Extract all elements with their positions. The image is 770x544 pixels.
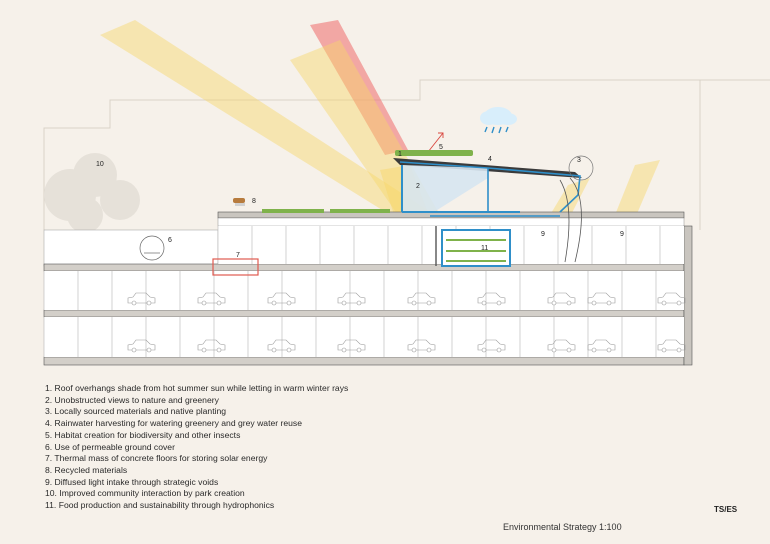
- thermal-mass-marker: [212, 258, 259, 276]
- callout-10: 10: [96, 161, 104, 168]
- car-icon: [477, 339, 506, 353]
- legend-item: 10. Improved community interaction by pa…: [45, 488, 245, 499]
- legend-item: 1. Roof overhangs shade from hot summer …: [45, 383, 349, 393]
- car-icon: [407, 292, 436, 306]
- car-icon: [587, 292, 616, 306]
- recycled-materials-icon: [233, 198, 245, 206]
- car-icon: [547, 292, 576, 306]
- callout-5: 5: [439, 144, 443, 151]
- car-icon: [587, 339, 616, 353]
- legend-item: 7. Thermal mass of concrete floors for s…: [45, 453, 268, 464]
- drawing-title: Environmental Strategy 1:100: [503, 522, 622, 532]
- legend-item: 3. Locally sourced materials and native …: [45, 406, 227, 417]
- legend-item: 8. Recycled materials: [45, 464, 128, 475]
- callout-6: 6: [168, 237, 172, 244]
- permeable-ground-detail: [139, 235, 165, 261]
- legend-item: 5. Habitat creation for biodiversity and…: [45, 429, 241, 440]
- car-icon: [547, 339, 576, 353]
- legend-item: 11. Food production and sustainability t…: [45, 500, 275, 511]
- tree-icon: [44, 153, 140, 233]
- callout-9-right: 9: [620, 231, 624, 238]
- context-outline: [43, 79, 770, 230]
- callout-labels: 10 8 6 7 5 4 3 2 1 11 9 9: [96, 144, 624, 259]
- callout-1: 1: [398, 151, 402, 158]
- callout-8: 8: [252, 198, 256, 205]
- callout-2: 2: [416, 183, 420, 190]
- car-icon: [657, 292, 686, 306]
- car-icon: [407, 339, 436, 353]
- car-icon: [197, 292, 226, 306]
- car-icon: [127, 339, 156, 353]
- sun-ray-summer: [310, 20, 408, 155]
- car-icon: [477, 292, 506, 306]
- car-icon: [337, 339, 366, 353]
- drawing-code: TS/ES: [714, 505, 738, 514]
- green-roof-planting: [262, 209, 390, 213]
- car-icon: [267, 292, 296, 306]
- legend-item: 2. Unobstructed views to nature and gree…: [45, 394, 219, 405]
- car-icon: [657, 339, 686, 353]
- callout-7: 7: [236, 252, 240, 259]
- car-icon: [337, 292, 366, 306]
- rain-cloud-icon: [480, 107, 517, 134]
- legend-item: 4. Rainwater harvesting for watering gre…: [45, 418, 302, 429]
- callout-4: 4: [488, 156, 492, 163]
- callout-11: 11: [481, 245, 488, 252]
- legend-item: 9. Diffused light intake through strateg…: [45, 476, 219, 487]
- callout-3: 3: [577, 157, 581, 164]
- parked-cars: [127, 292, 686, 353]
- strategy-legend: 1. Roof overhangs shade from hot summer …: [45, 383, 375, 512]
- car-icon: [127, 292, 156, 306]
- callout-9-left: 9: [541, 231, 545, 238]
- sun-ray-winter-left: [100, 20, 440, 218]
- roof-pavilion: [393, 150, 594, 263]
- car-icon: [197, 339, 226, 353]
- arrow-up-right-icon: [427, 132, 444, 153]
- car-icon: [267, 339, 296, 353]
- legend-item: 6. Use of permeable ground cover: [45, 441, 175, 452]
- hydroponics-unit: [435, 226, 511, 267]
